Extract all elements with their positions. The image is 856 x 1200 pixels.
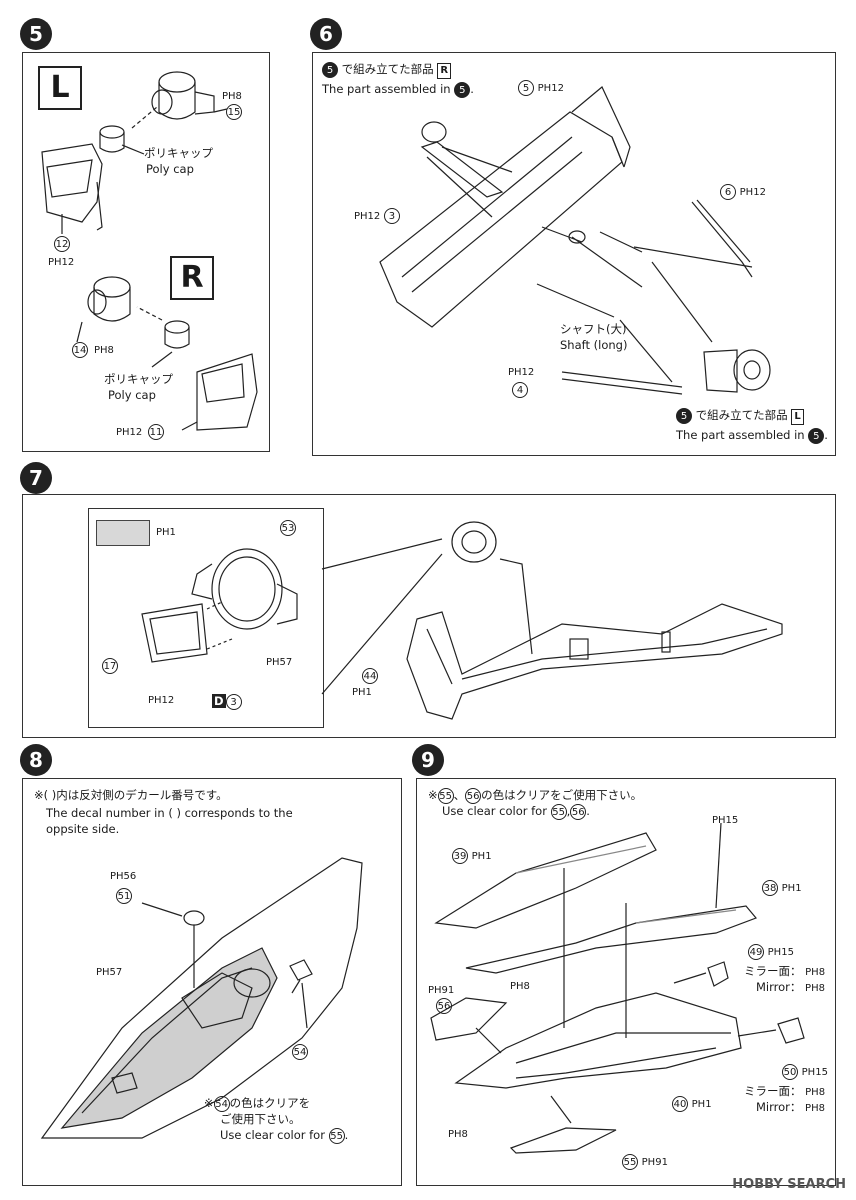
step-8-note-en-2: oppsite side. (46, 822, 120, 836)
part-17-ph: PH12 (148, 695, 175, 706)
part-56-number: 56 (436, 998, 452, 1014)
part-15-ph-9: PH15 (712, 815, 739, 826)
part-40-label: 40 PH1 (672, 1096, 712, 1112)
part-6-label: 6 PH12 (720, 184, 766, 200)
part-12-number: 12 (54, 236, 70, 252)
part-44-number: 44 (362, 668, 378, 684)
part-56-ph: PH91 (428, 985, 455, 996)
part-39-label: 39 PH1 (452, 848, 492, 864)
part-8-ph-9: PH8 (510, 981, 530, 992)
left-side-label: L (38, 66, 82, 110)
polycap-jp-top: ポリキャップ (144, 146, 213, 160)
right-side-label: R (170, 256, 214, 300)
step-5-badge: 5 (20, 18, 52, 50)
step-7-drawing (141, 521, 783, 720)
step-9-note-en: Use clear color for 55,56. (442, 804, 590, 820)
part-5-label: 5 PH12 (518, 80, 564, 96)
step-8-clear-jp-2: ご使用下さい。 (220, 1112, 301, 1126)
step-8-badge: 8 (20, 744, 52, 776)
part-8-ph-9b: PH8 (448, 1129, 468, 1140)
polycap-en-top: Poly cap (146, 162, 194, 176)
step-6-note-l-jp: 5 で組み立てた部品 L (676, 408, 804, 425)
part-50-label: 50 PH15 (782, 1064, 828, 1080)
mirror-en-2: Mirror： PH8 (756, 1100, 825, 1114)
step-8-clear-en: Use clear color for 55. (220, 1128, 349, 1144)
part-53-number: 53 (280, 520, 296, 536)
step-6-note-r-jp: 5 で組み立てた部品 R (322, 62, 452, 79)
part-54-number: 54 (292, 1044, 308, 1060)
part-44-ph: PH1 (352, 687, 372, 698)
part-11-number: 11 (148, 424, 164, 440)
swatch-ph: PH1 (156, 527, 176, 538)
polycap-en-bottom: Poly cap (108, 388, 156, 402)
mirror-jp-2: ミラー面： PH8 (744, 1084, 826, 1098)
color-swatch (96, 520, 150, 546)
part-49-label: 49 PH15 (748, 944, 794, 960)
part-57-ph: PH57 (96, 967, 123, 978)
step-6-note-r-en: The part assembled in 5. (322, 82, 474, 98)
step-6-drawing (379, 86, 771, 395)
part-15-ph: PH8 (222, 91, 242, 102)
part-14-ph: PH8 (94, 345, 114, 356)
mirror-jp-1: ミラー面： PH8 (744, 964, 826, 978)
step-6-note-l-en: The part assembled in 5. (676, 428, 828, 444)
part-14-number: 14 (72, 342, 88, 358)
step-6-panel (312, 52, 836, 456)
part-4-number: 4 (512, 382, 528, 398)
part-38-label: 38 PH1 (762, 880, 802, 896)
step-8-note-en-1: The decal number in ( ) corresponds to t… (46, 806, 293, 820)
step-9-badge: 9 (412, 744, 444, 776)
step-8-drawing (40, 857, 363, 1139)
part-53-ph: PH57 (266, 657, 293, 668)
step-7-badge: 7 (20, 462, 52, 494)
part-51-ph: PH56 (110, 871, 137, 882)
shaft-en: Shaft (long) (560, 338, 628, 352)
shaft-jp: シャフト(大) (560, 322, 627, 336)
step-6-badge: 6 (310, 18, 342, 50)
polycap-jp-bottom: ポリキャップ (104, 372, 173, 386)
step-9-drawing (430, 822, 805, 1154)
part-17-number: 17 (102, 658, 118, 674)
watermark-logo: HOBBY SEARCH (732, 1177, 846, 1192)
part-55-label: 55 PH91 (622, 1154, 668, 1170)
mirror-en-1: Mirror： PH8 (756, 980, 825, 994)
step-8-note-jp: ※( )内は反対側のデカール番号です。 (34, 788, 228, 802)
part-12-ph: PH12 (48, 257, 75, 268)
part-4-ph: PH12 (508, 367, 535, 378)
part-51-number: 51 (116, 888, 132, 904)
part-11-ph: PH12 (116, 427, 143, 438)
part-15-number: 15 (226, 104, 242, 120)
part-3-label: PH12 3 (354, 208, 400, 224)
step-5-drawing (41, 71, 258, 431)
